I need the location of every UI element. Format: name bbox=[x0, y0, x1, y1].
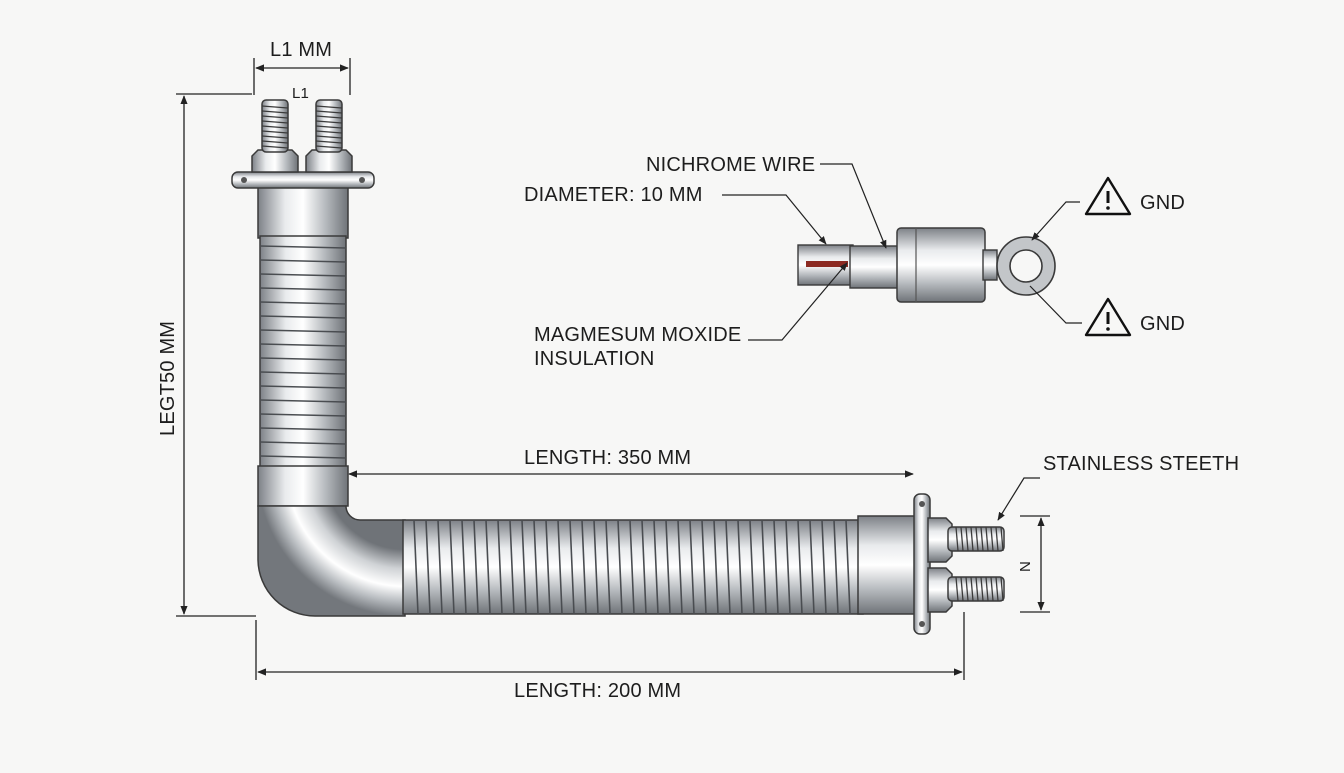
right-terminal-flange bbox=[913, 493, 1005, 635]
gnd-label-bottom: GND bbox=[1140, 313, 1186, 335]
gnd-label-top: GND bbox=[1140, 192, 1186, 214]
top-terminal-flange bbox=[231, 99, 375, 189]
stainless-label: STAINLESS STEETH bbox=[1043, 453, 1240, 475]
terminal-detail bbox=[797, 227, 1056, 303]
dimension-lines bbox=[176, 58, 1050, 680]
length-350-label: LENGTH: 350 MM bbox=[524, 447, 692, 469]
l1-label: L1 bbox=[292, 85, 310, 102]
l1-mm-label: L1 MM bbox=[270, 39, 333, 61]
diameter-label: DIAMETER: 10 MM bbox=[524, 184, 703, 206]
insulation-label-line1: MAGMESUM MOXIDE bbox=[534, 324, 742, 346]
leader-lines bbox=[722, 163, 1082, 521]
length-200-label: LENGTH: 200 MM bbox=[514, 680, 682, 702]
warning-icon bbox=[1084, 176, 1132, 216]
vertical-tube bbox=[257, 185, 349, 507]
nichrome-wire-label: NICHROME WIRE bbox=[646, 154, 816, 176]
nichrome-wire bbox=[806, 261, 848, 267]
leg-height-label: LEGT50 MM bbox=[157, 320, 179, 436]
tube-bend bbox=[257, 505, 406, 617]
warning-icon bbox=[1084, 297, 1132, 337]
horizontal-tube bbox=[402, 515, 921, 615]
insulation-label-line2: INSULATION bbox=[534, 348, 655, 370]
n-label: N bbox=[1017, 560, 1034, 572]
